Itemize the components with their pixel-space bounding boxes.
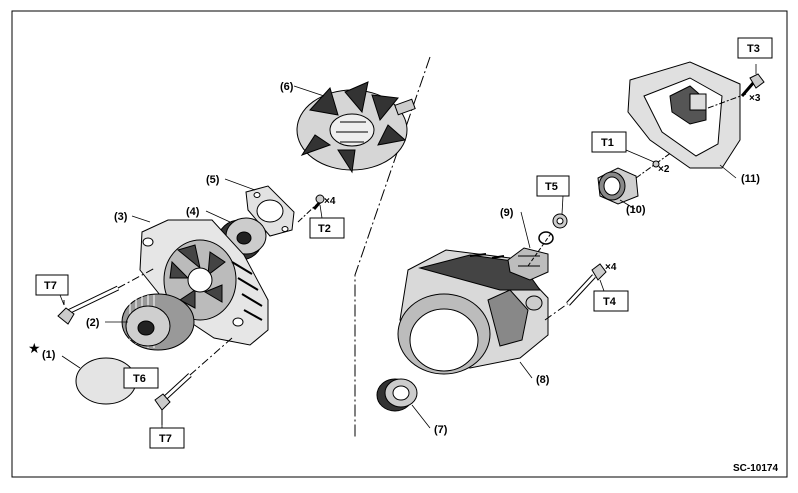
torque-box-t2: T2 bbox=[309, 217, 345, 239]
torque-box-t3: T3 bbox=[737, 37, 773, 59]
diagram-frame bbox=[11, 10, 788, 478]
regulator-part bbox=[597, 167, 639, 205]
callout-2: (2) bbox=[86, 317, 100, 329]
rear-cover bbox=[627, 61, 747, 169]
callout-6: (6) bbox=[280, 81, 294, 93]
screw-t3 bbox=[740, 73, 765, 97]
svg-text:T3: T3 bbox=[747, 43, 760, 55]
leader-lines bbox=[59, 64, 757, 429]
qty-t4: ×4 bbox=[605, 262, 617, 273]
screw-t1 bbox=[635, 151, 673, 179]
qty-t2: ×4 bbox=[324, 196, 336, 207]
torque-box-t7-upper: T7 bbox=[35, 274, 69, 296]
callout-1: (1) bbox=[42, 349, 56, 361]
qty-t1: ×2 bbox=[658, 164, 670, 175]
svg-text:T1: T1 bbox=[601, 137, 614, 149]
diagram-code: SC-10174 bbox=[733, 463, 778, 474]
callout-8: (8) bbox=[536, 374, 550, 386]
through-bolt-lower bbox=[154, 337, 233, 425]
callout-11: (11) bbox=[741, 173, 760, 185]
svg-text:T6: T6 bbox=[133, 373, 146, 385]
callout-9: (9) bbox=[500, 207, 514, 219]
torque-box-t4: T4 bbox=[593, 290, 629, 312]
bolt-t4 bbox=[544, 263, 607, 321]
callout-7: (7) bbox=[434, 424, 448, 436]
torque-box-t7-lower: T7 bbox=[149, 427, 185, 449]
callout-3: (3) bbox=[114, 211, 128, 223]
terminal-assembly bbox=[507, 213, 568, 281]
svg-text:T5: T5 bbox=[545, 181, 558, 193]
gasket-plate bbox=[245, 185, 295, 237]
pulley-part bbox=[121, 293, 195, 351]
callout-10: (10) bbox=[626, 204, 646, 216]
rear-bearing bbox=[376, 378, 418, 412]
torque-box-t5: T5 bbox=[536, 175, 570, 197]
svg-text:T7: T7 bbox=[44, 280, 57, 292]
torque-box-t1: T1 bbox=[591, 131, 627, 153]
screw-t2 bbox=[297, 194, 325, 223]
svg-text:T2: T2 bbox=[318, 223, 331, 235]
rotor-part bbox=[296, 81, 416, 174]
front-bracket bbox=[139, 219, 269, 346]
star-mark: ★ bbox=[28, 340, 41, 356]
torque-box-t6: T6 bbox=[123, 367, 159, 389]
qty-t3: ×3 bbox=[749, 93, 761, 104]
svg-text:T4: T4 bbox=[603, 296, 617, 308]
svg-text:T7: T7 bbox=[159, 433, 172, 445]
callout-4: (4) bbox=[186, 206, 200, 218]
callout-5: (5) bbox=[206, 174, 220, 186]
through-bolt-upper bbox=[57, 267, 156, 325]
